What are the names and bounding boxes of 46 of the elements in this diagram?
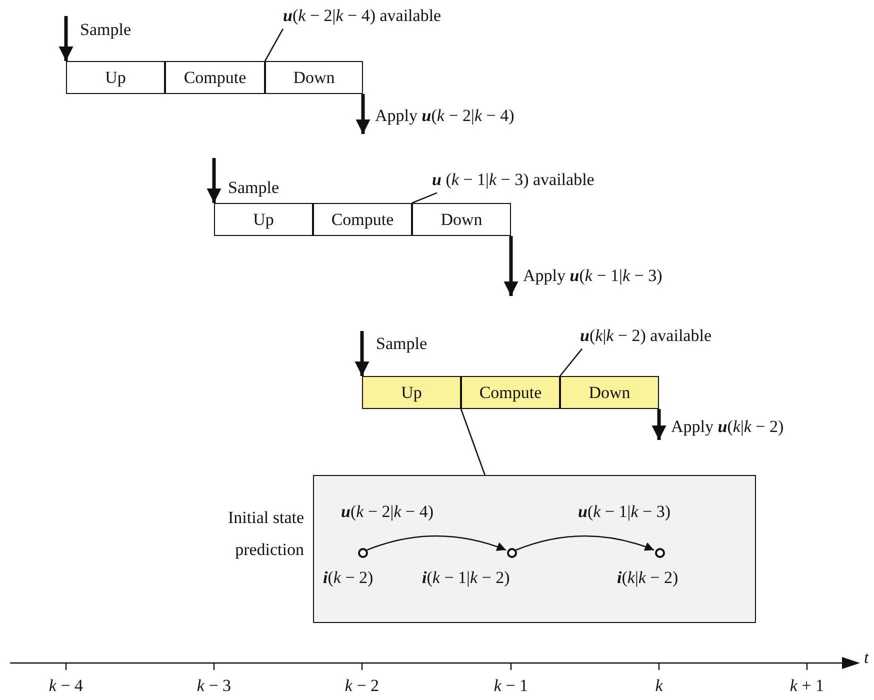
edge-label: u(k − 1|k − 3): [578, 502, 670, 522]
availability-note: u(k|k − 2) available: [580, 326, 780, 350]
stage-block: Compute: [461, 376, 560, 409]
availability-note: u(k − 2|k − 4) available: [283, 6, 523, 30]
state-point: [655, 548, 665, 558]
arrow: [356, 94, 370, 134]
state-point: [358, 548, 368, 558]
axis-label: k + 1: [788, 676, 826, 696]
state-point: [507, 548, 517, 558]
edge-label: Apply u(k − 2|k − 4): [375, 106, 514, 126]
axis-label: k − 4: [48, 676, 84, 696]
stage-block: Down: [265, 61, 363, 94]
edge-label: Sample: [376, 334, 427, 354]
axis-label: k − 3: [196, 676, 232, 696]
arrow: [58, 16, 74, 61]
leader-line: [412, 192, 438, 204]
axis-label: k: [654, 676, 664, 696]
arrow: [354, 331, 370, 376]
leader-line: [460, 408, 486, 476]
state-label: i(k − 2): [323, 568, 374, 588]
axis-label: k − 1: [492, 676, 530, 696]
edge-label: Sample: [228, 178, 279, 198]
stage-block: Up: [66, 61, 165, 94]
stage-block: Down: [560, 376, 659, 409]
stage-block: Down: [412, 203, 511, 236]
arrow: [206, 158, 222, 203]
axis-label: t: [864, 648, 869, 668]
stage-block: Compute: [313, 203, 412, 236]
edge-label: Apply u(k − 1|k − 3): [523, 266, 662, 286]
axis-label: k − 2: [344, 676, 380, 696]
stage-block: Compute: [165, 61, 265, 94]
panel-heading: Initial state prediction: [228, 507, 304, 561]
curved-arrow: [366, 535, 506, 552]
state-label: i(k|k − 2): [617, 568, 678, 588]
curved-arrow: [516, 535, 654, 552]
arrow: [652, 409, 666, 440]
edge-label: Sample: [80, 20, 131, 40]
leader-line: [560, 348, 582, 376]
stage-block: Up: [362, 376, 461, 409]
state-label: i(k − 1|k − 2): [422, 568, 510, 588]
availability-note: u (k − 1|k − 3) available: [432, 170, 682, 194]
stage-block: Up: [214, 203, 313, 236]
edge-label: Apply u(k|k − 2): [671, 417, 784, 438]
edge-label: u(k − 2|k − 4): [341, 502, 434, 522]
arrow: [504, 236, 518, 296]
leader-line: [264, 28, 284, 62]
